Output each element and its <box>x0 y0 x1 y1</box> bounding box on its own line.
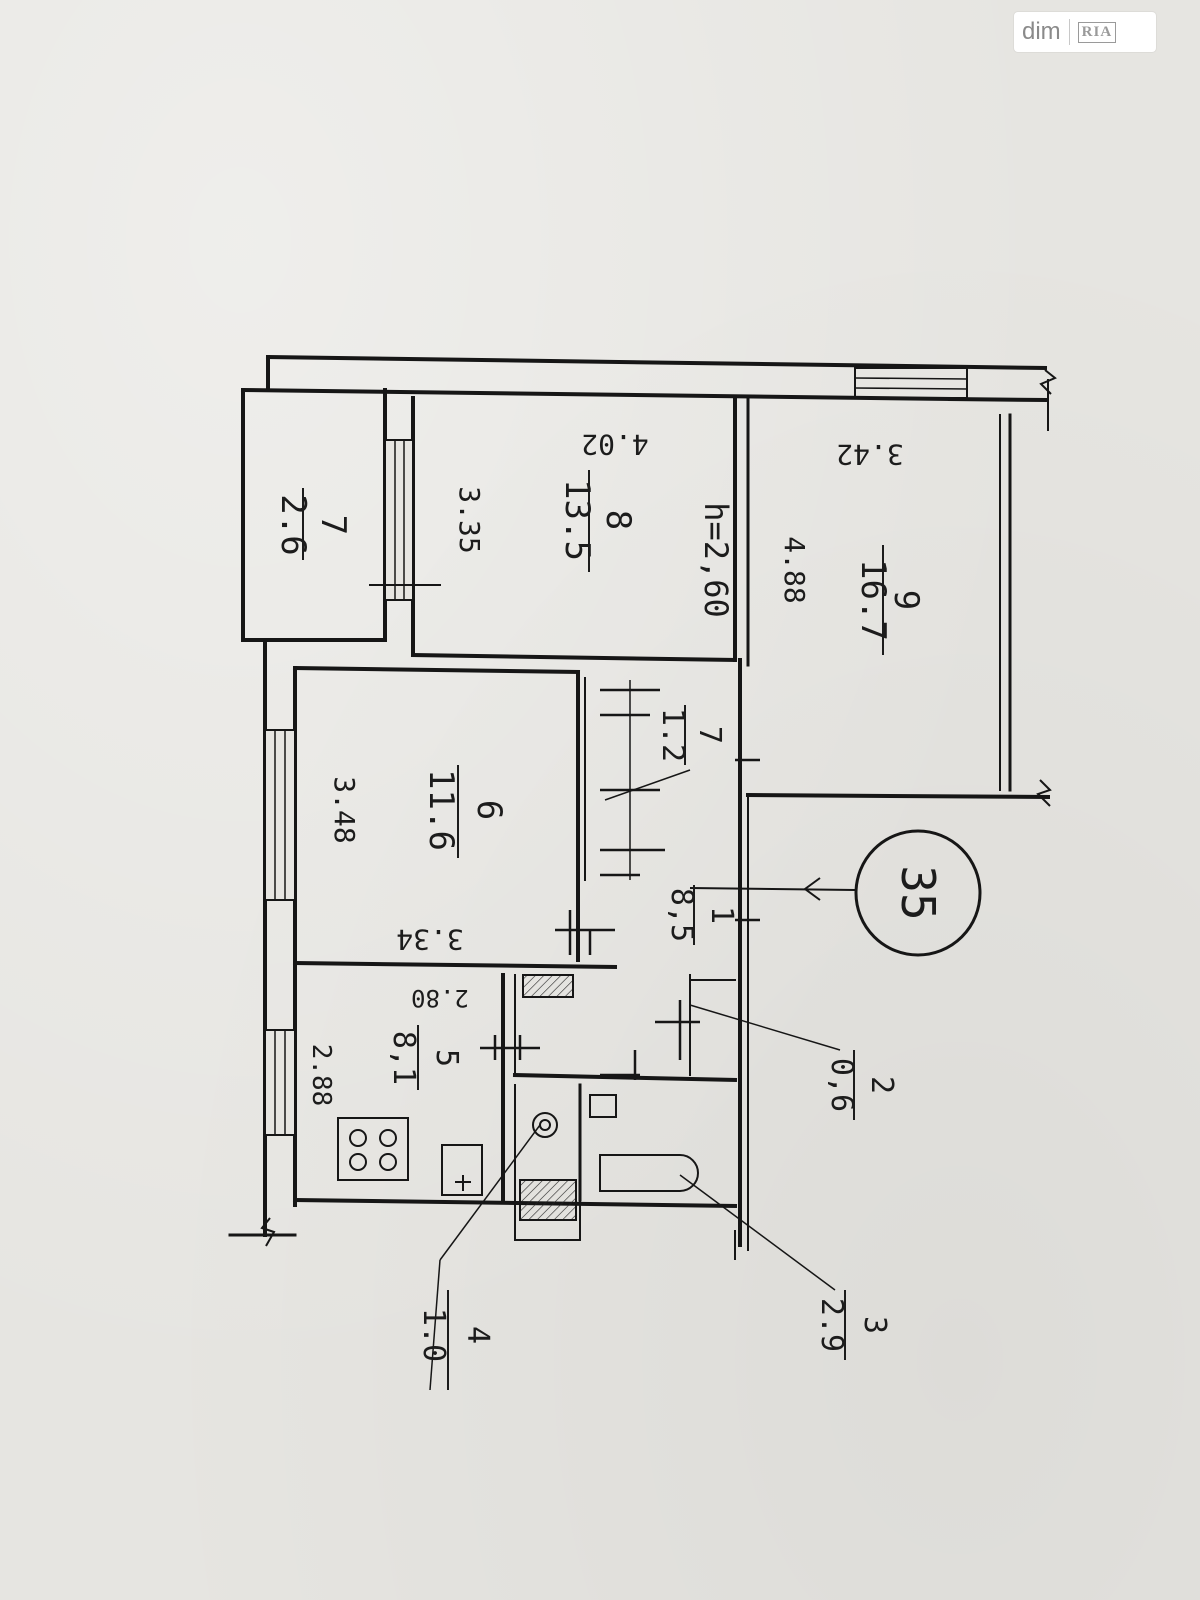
apartment-number-circle <box>854 829 982 957</box>
window-room9-pane <box>854 377 968 380</box>
toilet-bowl <box>539 1119 551 1131</box>
storage-area: 2.6 <box>273 494 313 555</box>
room6-number: 6 <box>469 800 509 820</box>
dim-room9-depth: 4.88 <box>778 536 811 603</box>
watermark-divider <box>1068 19 1070 45</box>
apartment-number-badge: 35 <box>854 829 982 957</box>
apartment-number: 35 <box>891 865 945 920</box>
dim-kitchen-width: 2.80 <box>411 984 469 1012</box>
leader-room7 <box>604 769 691 801</box>
wall-room6-top <box>292 665 581 675</box>
room-labels: 9 16.7 8 13.5 7 2.6 6 11.6 7 1.2 1 8,5 5… <box>273 470 926 1390</box>
entrance-arrow <box>689 877 856 901</box>
room8-number: 8 <box>598 510 638 530</box>
leader-room4 <box>429 1259 441 1391</box>
door-marks <box>480 680 760 1080</box>
room3-area: 2.9 <box>814 1298 849 1352</box>
vent-shaft-top <box>522 974 574 998</box>
room3-number: 3 <box>857 1316 892 1334</box>
dimension-labels: 4.02 3.42 3.35 4.88 h=2,60 3.48 3.34 2.8… <box>306 428 904 1106</box>
wall-bath-top <box>512 1072 738 1083</box>
wall-top-inner <box>240 387 953 402</box>
wall-room8-bottom <box>410 652 738 663</box>
dim-room8-depth: 3.35 <box>453 486 486 553</box>
window-kitchen <box>264 1029 296 1136</box>
corridor-number: 1 <box>704 906 739 924</box>
kitchen-area: 8,1 <box>386 1031 421 1085</box>
dim-room6-depth: 3.48 <box>328 776 361 843</box>
sink-icon <box>441 1144 483 1196</box>
window-room6 <box>264 729 296 901</box>
dim-room8-width: 4.02 <box>581 428 648 461</box>
walls <box>228 354 1051 1251</box>
room9-area: 16.7 <box>853 559 893 641</box>
room4-area: 1.0 <box>416 1308 451 1362</box>
break-mark-left <box>260 1217 276 1247</box>
entrance-arrow-line <box>689 887 856 891</box>
break-marks <box>260 369 1057 1260</box>
sink-tap <box>455 1175 471 1191</box>
stove-icon <box>337 1117 409 1181</box>
window-room9-pane2 <box>854 387 968 390</box>
leader-room2 <box>689 1004 841 1051</box>
washbasin-icon <box>589 1094 617 1118</box>
dim-room9-width: 3.42 <box>836 438 903 471</box>
room2-area: 0,6 <box>824 1058 859 1112</box>
closet-number: 7 <box>692 726 727 744</box>
wall-top-right <box>947 396 1048 403</box>
kitchen-number: 5 <box>429 1049 464 1067</box>
room2-number: 2 <box>864 1076 899 1094</box>
vent-shaft-bottom <box>519 1179 577 1221</box>
entrance-arrow-head <box>803 877 821 901</box>
window-room8 <box>384 439 414 601</box>
ceiling-height: h=2,60 <box>697 502 735 618</box>
room9-number: 9 <box>886 590 926 610</box>
dim-kitchen-depth: 2.88 <box>306 1044 336 1107</box>
break-mark-top <box>1039 369 1057 395</box>
fixtures <box>337 769 841 1391</box>
wall-room6-bottom <box>292 960 618 970</box>
toilet-icon <box>532 1112 558 1138</box>
stove-burner-3 <box>349 1153 367 1171</box>
stove-burner-4 <box>379 1153 397 1171</box>
dim-room6-width: 3.34 <box>396 923 463 956</box>
watermark-logo: dim RIA <box>1014 12 1156 52</box>
break-mark-right <box>1036 779 1052 807</box>
room6-area: 11.6 <box>421 769 461 851</box>
window-room9 <box>854 367 968 399</box>
stove-burner-1 <box>349 1129 367 1147</box>
bathtub-icon <box>599 1154 699 1192</box>
watermark-sub: RIA <box>1077 21 1117 43</box>
wall-top-outer <box>265 354 1048 371</box>
leader-room4-b <box>439 1124 541 1261</box>
closet-area: 1.2 <box>655 708 690 762</box>
leader-room3 <box>679 1174 836 1291</box>
room4-number: 4 <box>460 1326 495 1344</box>
corridor-area: 8,5 <box>664 888 699 942</box>
room8-area: 13.5 <box>557 479 597 561</box>
storage-number: 7 <box>313 515 353 535</box>
stove-burner-2 <box>379 1129 397 1147</box>
watermark-brand: dim <box>1022 18 1061 45</box>
wall-room9-bottom <box>745 792 1051 800</box>
